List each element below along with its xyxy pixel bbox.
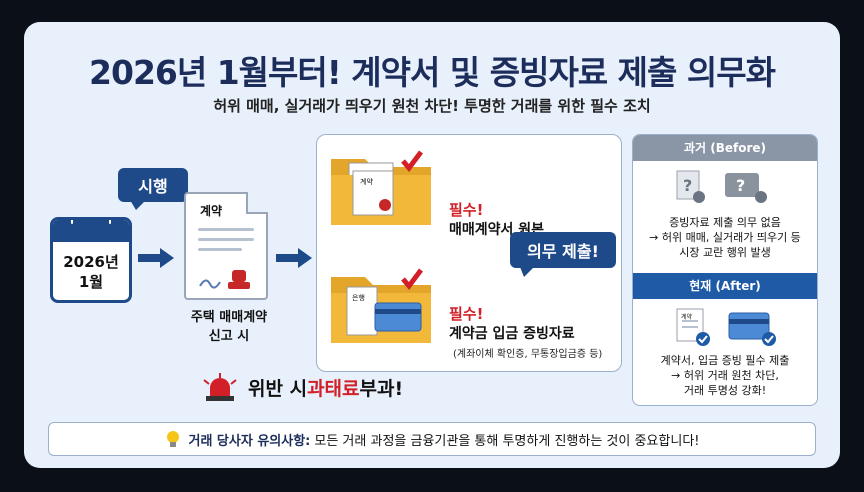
folder-contract-icon <box>331 150 431 225</box>
before-after-panel: 과거 (Before) ? ? 증빙자료 제출 의무 없음 → 허위 매매, 실… <box>632 134 818 406</box>
siren-icon <box>203 373 237 401</box>
calendar-year: 2026년 <box>63 253 119 271</box>
penalty-prefix: 위반 시 <box>248 377 308 400</box>
penalty-highlight: 과태료 <box>307 377 360 400</box>
stamp-icon <box>199 270 250 289</box>
missing-document-icon: ? ? <box>676 170 767 203</box>
caption-line-2: 신고 시 <box>208 329 250 344</box>
calendar-icon: 2026년 1월 <box>50 217 132 303</box>
after-line-1: 계약서, 입금 증빙 필수 제출 <box>660 354 790 367</box>
infographic-card: 2026년 1월부터! 계약서 및 증빙자료 제출 의무화 허위 매매, 실거래… <box>24 22 840 468</box>
caption-line-1: 주택 매매계약 <box>190 310 268 325</box>
folder-bank-receipt-icon <box>331 268 431 343</box>
requirement-2-tag: 필수! <box>449 305 484 323</box>
before-header: 과거 (Before) <box>633 135 817 161</box>
after-line-3: 거래 투명성 강화! <box>683 384 767 397</box>
svg-text:?: ? <box>736 176 745 195</box>
before-line-1: 증빙자료 제출 의무 없음 <box>669 216 781 229</box>
lightbulb-icon <box>167 431 180 447</box>
before-line-3: 시장 교란 행위 발생 <box>679 246 771 259</box>
report-caption: 주택 매매계약 신고 시 <box>174 308 284 346</box>
penalty-notice: 위반 시 과태료 부과! <box>200 372 403 402</box>
mandatory-submission-badge: 의무 제출! <box>510 232 616 277</box>
svg-text:?: ? <box>683 176 692 195</box>
contract-doc-title: 계약 <box>200 204 223 218</box>
arrow-right-icon <box>138 248 174 268</box>
verified-document-icon <box>676 308 776 346</box>
page-title: 2026년 1월부터! 계약서 및 증빙자료 제출 의무화 <box>89 53 776 92</box>
contract-document-icon: 계약 <box>184 192 268 300</box>
before-line-2: → 허위 매매, 실거래가 띄우기 등 <box>649 231 801 244</box>
notice-text: 모든 거래 과정을 금융기관을 통해 투명하게 진행하는 것이 중요합니다! <box>314 433 700 449</box>
after-header: 현재 (After) <box>633 273 817 299</box>
requirement-2-note: (계좌이체 확인증, 무통장입금증 등) <box>453 349 603 360</box>
penalty-suffix: 부과! <box>359 377 404 400</box>
requirement-2-label: 계약금 입금 증빙자료 <box>449 326 575 342</box>
arrow-right-icon <box>276 248 312 268</box>
after-doc-label: 계약 <box>681 314 693 321</box>
folder-2-doc-label: 은행 <box>352 294 365 302</box>
notice-bar: 거래 당사자 유의사항: 모든 거래 과정을 금융기관을 통해 투명하게 진행하… <box>48 422 816 456</box>
page-subtitle: 허위 매매, 실거래가 띄우기 원천 차단! 투명한 거래를 위한 필수 조치 <box>213 97 651 115</box>
notice-label: 거래 당사자 유의사항: <box>188 433 311 449</box>
calendar-month: 1월 <box>78 273 104 291</box>
after-line-2: → 허위 거래 원천 차단, <box>671 369 779 382</box>
requirement-1-tag: 필수! <box>449 201 484 219</box>
start-badge: 시행 <box>118 168 188 210</box>
folder-1-doc-label: 계약 <box>360 178 373 186</box>
